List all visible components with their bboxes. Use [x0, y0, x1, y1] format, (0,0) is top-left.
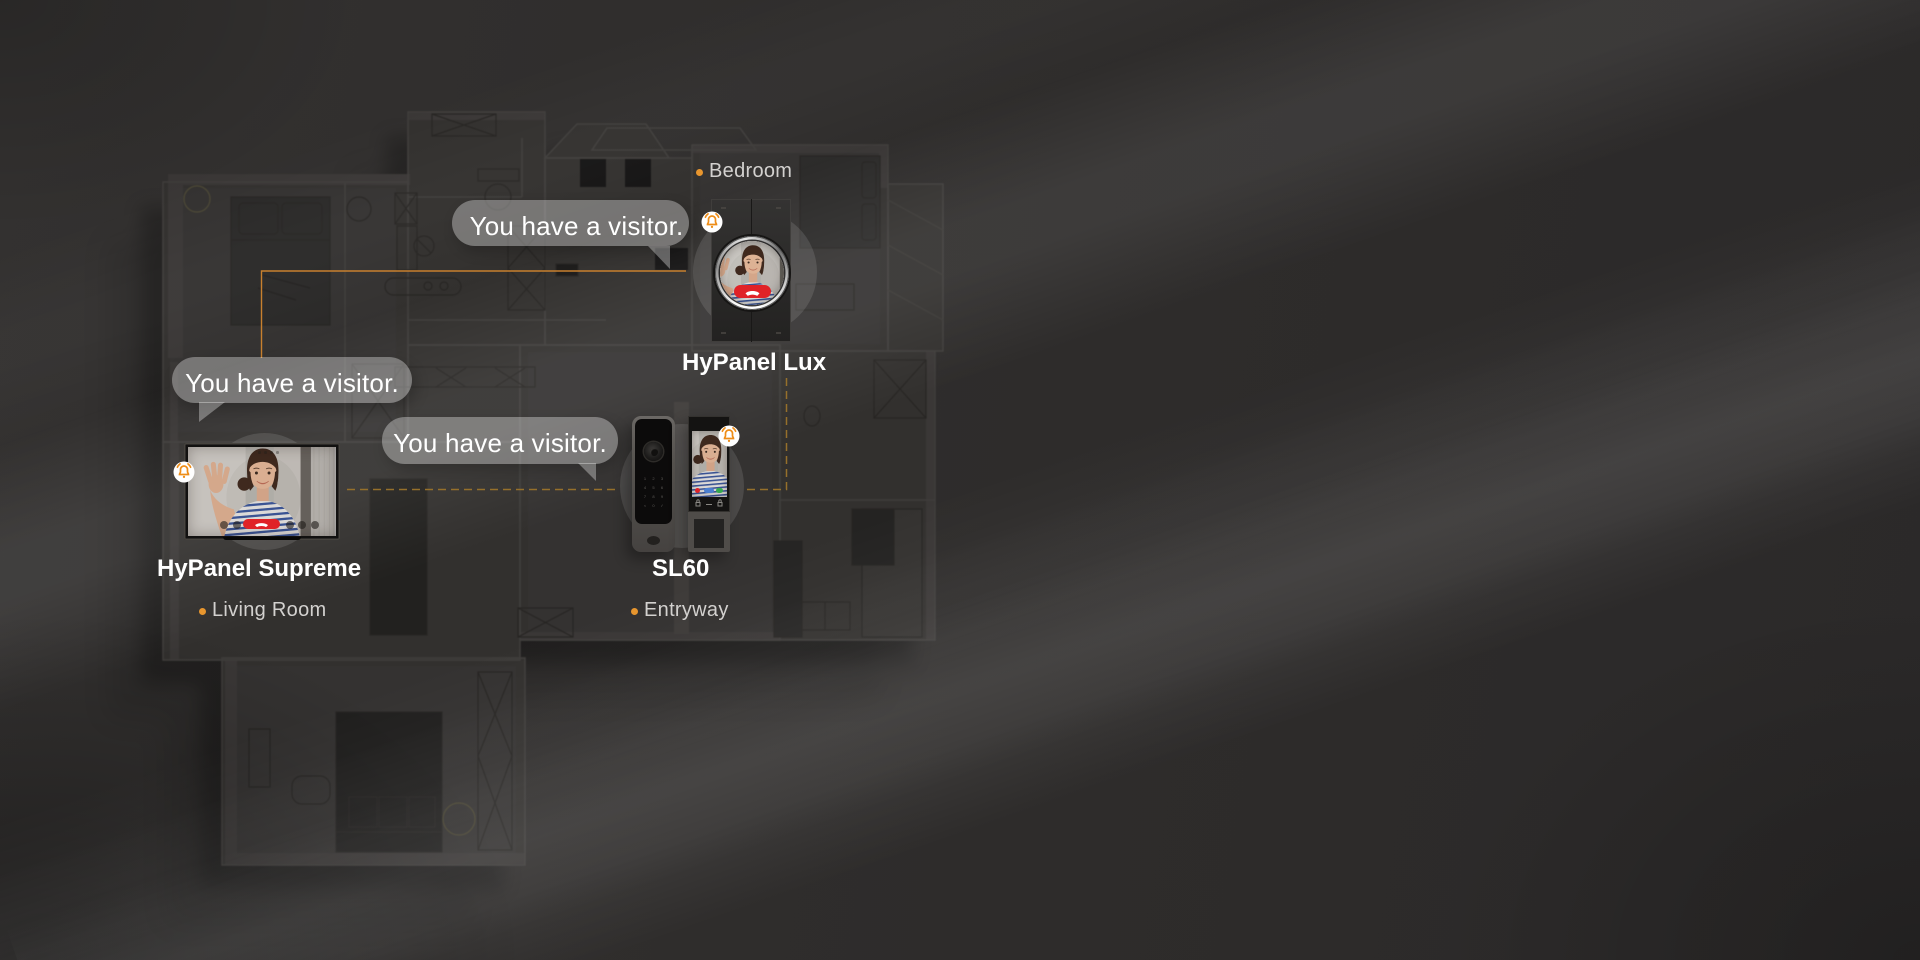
svg-text:8: 8: [652, 494, 655, 499]
svg-text:2: 2: [652, 476, 655, 481]
svg-text:<: <: [644, 503, 647, 508]
svg-text:3: 3: [661, 476, 664, 481]
svg-text:7: 7: [644, 494, 647, 499]
svg-text:0: 0: [652, 503, 655, 508]
svg-text:✓: ✓: [660, 503, 663, 508]
svg-text:1: 1: [644, 476, 647, 481]
svg-text:4: 4: [644, 485, 647, 490]
svg-text:5: 5: [652, 485, 655, 490]
svg-text:6: 6: [661, 485, 664, 490]
svg-text:9: 9: [661, 494, 664, 499]
